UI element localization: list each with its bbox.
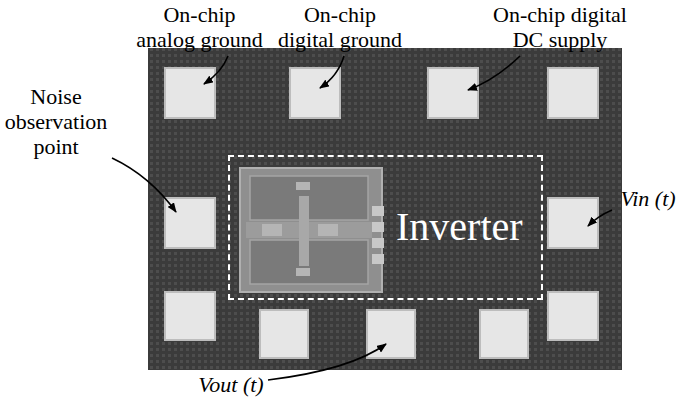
observation-label: Noise observation point — [2, 84, 110, 159]
bond-pads — [165, 68, 598, 358]
inverter-layout — [240, 168, 384, 292]
pad-label: On-chip digital DC supply — [490, 2, 630, 52]
region-title: Inverter — [396, 205, 523, 249]
pad-label: On-chip digital ground — [276, 2, 404, 52]
signal-name: Vout (t) — [186, 372, 276, 397]
signal-name: Vin (t) — [612, 186, 684, 211]
pad-label: On-chip analog ground — [134, 2, 265, 52]
region-box: Inverter — [228, 155, 543, 300]
die-background — [148, 48, 622, 370]
leader-arrows — [112, 56, 612, 380]
